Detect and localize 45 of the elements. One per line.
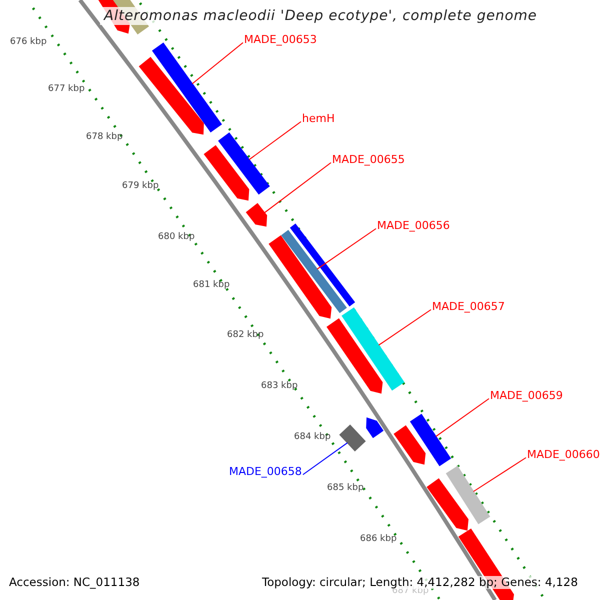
gene-label: MADE_00656 bbox=[377, 220, 450, 233]
gene-label: MADE_00657 bbox=[432, 301, 505, 314]
leader-line bbox=[316, 228, 376, 270]
gene-bar bbox=[218, 132, 270, 195]
pointed-gene-bar bbox=[246, 203, 268, 227]
scale-label: 678 kbp bbox=[86, 132, 123, 142]
pointed-gene-bar bbox=[268, 235, 332, 319]
footer-text: Accession: NC_011138 bbox=[9, 576, 140, 590]
gene-label: MADE_00658 bbox=[229, 466, 302, 479]
scale-label: 677 kbp bbox=[48, 84, 85, 94]
leader-line bbox=[472, 457, 526, 492]
leader-line bbox=[248, 121, 302, 160]
scale-label: 680 kbp bbox=[158, 232, 195, 242]
scale-label: 679 kbp bbox=[122, 181, 159, 192]
gene-bar bbox=[342, 307, 404, 391]
leader-line bbox=[435, 398, 490, 437]
scale-label: 686 kbp bbox=[360, 534, 397, 544]
footer-text: Topology: circular; Length: 4,412,282 bp; Genes: 4,128 bbox=[262, 576, 578, 590]
pointed-gene-bar bbox=[394, 425, 426, 465]
scale-label: 683 kbp bbox=[261, 381, 298, 392]
gene-bar bbox=[446, 466, 490, 524]
pointed-gene-bar bbox=[366, 417, 384, 438]
gene-label: MADE_00660 bbox=[527, 449, 600, 462]
gene-label: MADE_00659 bbox=[490, 390, 563, 403]
gene-bar bbox=[281, 230, 347, 314]
scale-label: 681 kbp bbox=[193, 280, 230, 290]
pointed-gene-bar bbox=[326, 318, 383, 394]
gene-bar bbox=[290, 224, 356, 306]
gene-label: MADE_00653 bbox=[244, 34, 317, 47]
scale-label: 685 kbp bbox=[327, 483, 364, 494]
scale-label: 676 kbp bbox=[10, 37, 47, 48]
pointed-gene-bar bbox=[426, 478, 469, 531]
gene-bar bbox=[152, 42, 222, 132]
gene-bar bbox=[339, 424, 366, 452]
gene-bar bbox=[410, 414, 452, 466]
leader-line bbox=[192, 42, 244, 84]
gene-label: hemH bbox=[302, 113, 335, 126]
scale-label: 684 kbp bbox=[294, 432, 331, 442]
pointed-gene-bar bbox=[204, 145, 250, 201]
leader-line bbox=[264, 162, 332, 214]
pointed-gene-bar bbox=[138, 56, 204, 135]
scale-label: 682 kbp bbox=[227, 330, 264, 340]
gene-label: MADE_00655 bbox=[332, 154, 405, 167]
leader-line bbox=[378, 309, 432, 346]
leader-line bbox=[302, 442, 348, 476]
